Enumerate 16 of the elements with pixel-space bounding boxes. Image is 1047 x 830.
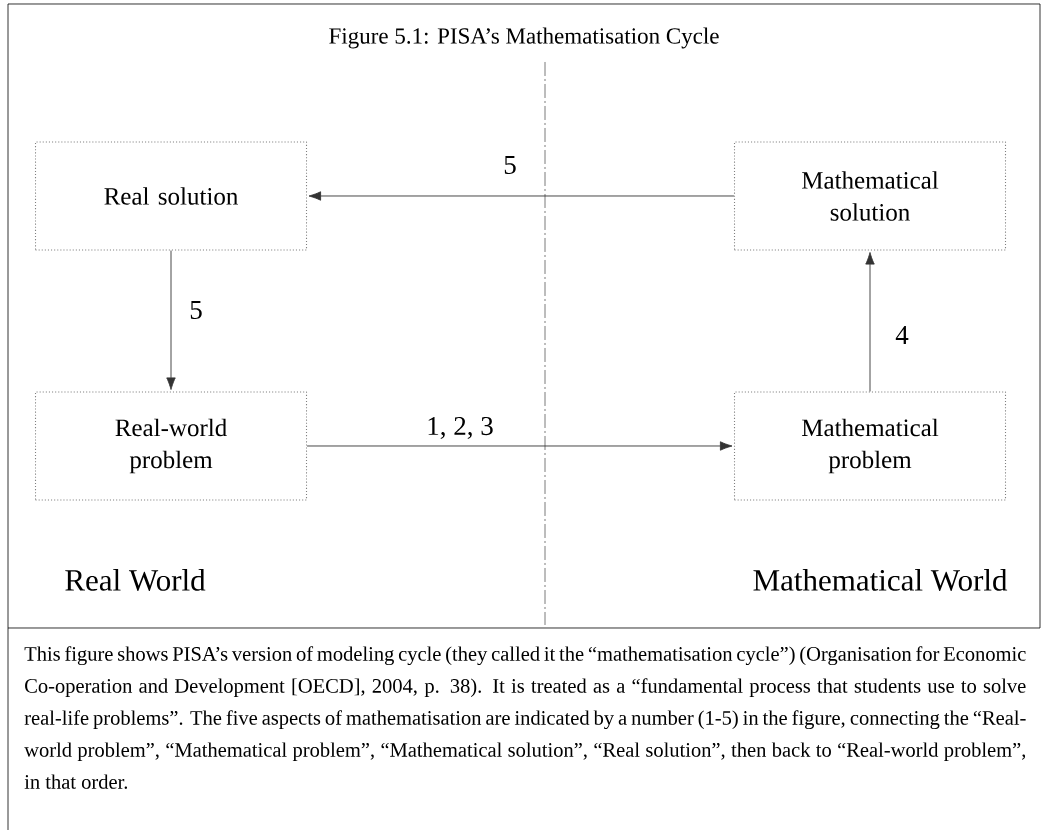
- process-box: Mathematical solution: [733, 141, 1007, 251]
- arrow: [166, 250, 176, 390]
- process-box: Real solution: [34, 141, 308, 251]
- arrow: [865, 252, 875, 392]
- edge-label: 4: [894, 325, 910, 345]
- arrow: [306, 441, 733, 451]
- region-label: Real World: [65, 569, 206, 591]
- edge-label: 1, 2, 3: [425, 416, 495, 440]
- arrow: [308, 191, 735, 201]
- figure-title: Figure 5.1: PISA’s Mathematisation Cycle: [329, 27, 719, 49]
- edge-label: 5: [502, 155, 518, 175]
- edge-label: 5: [188, 300, 204, 320]
- caption-paragraph: This figure shows PISA’s version of modeling cycle (they called it the “mathematisation cycle”) (Organisation for Economic Co-operation and Development [OECD], 2004, p. 38). It is treated as a “fundamental process that students use to solve real-life problems”. The five aspects of mathematisation are indicated by a number (1-5) in the figure, connecting the “Real-world problem”, “Mathematical problem”, “Mathematical solution”, “Real solution”, then back to “Real-world problem”, in that order.: [24, 646, 1026, 789]
- process-box: Real-world problem: [34, 391, 308, 501]
- region-label: Mathematical World: [753, 569, 1008, 591]
- process-box: Mathematical problem: [733, 391, 1007, 501]
